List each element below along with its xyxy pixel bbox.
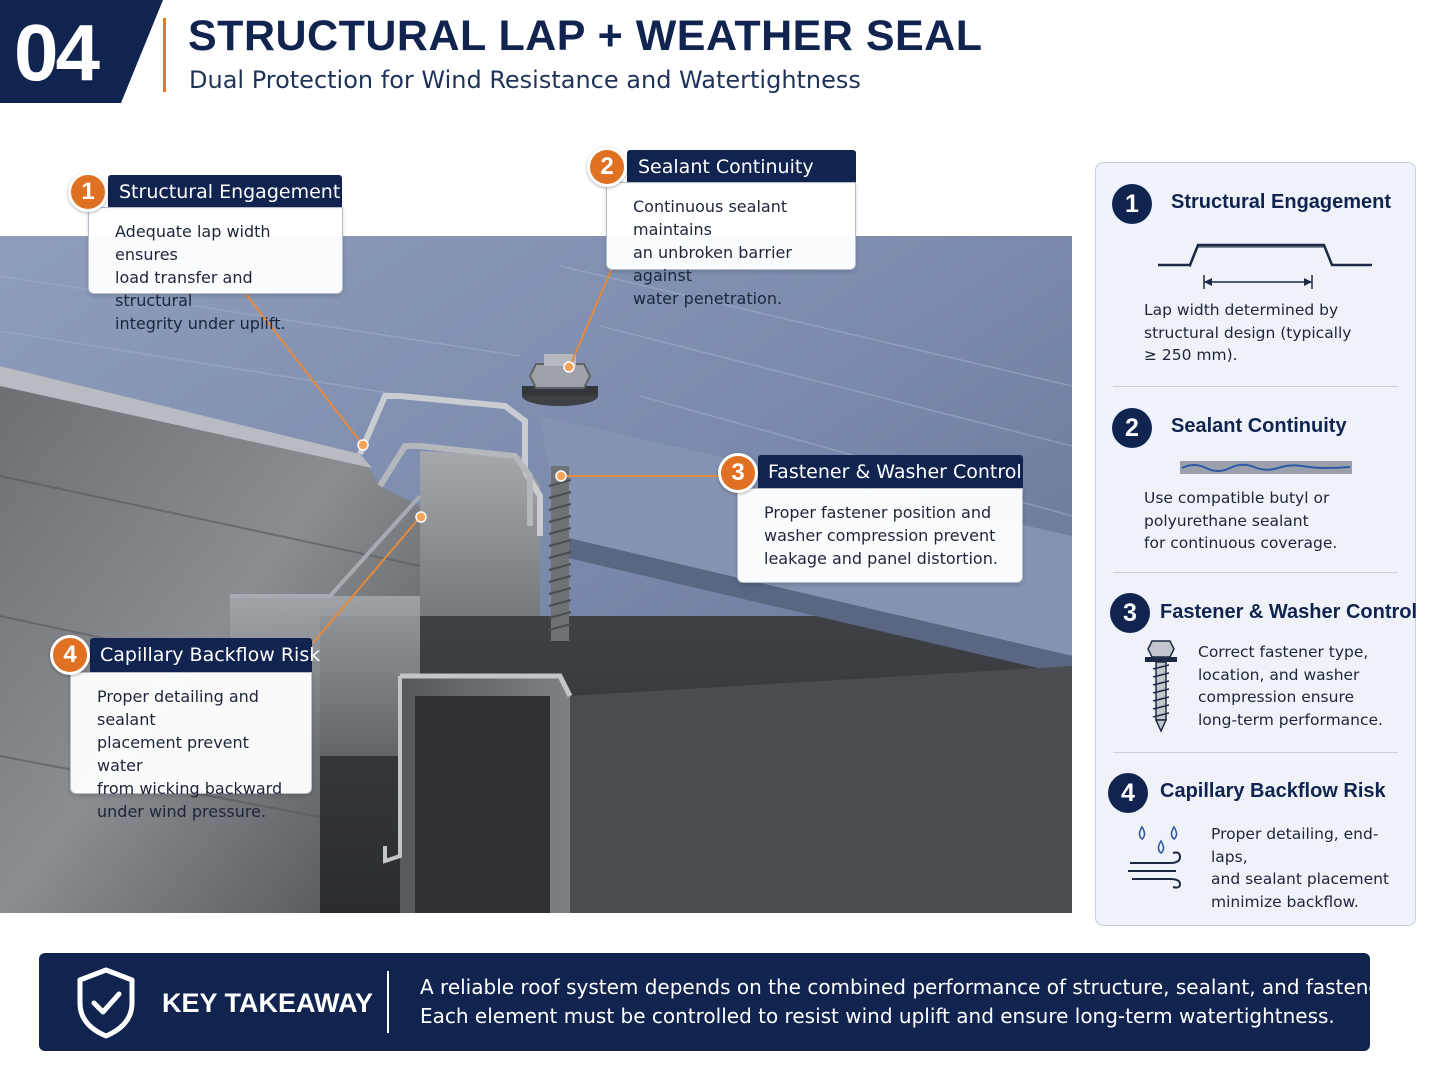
panel-section-title: Sealant Continuity xyxy=(1171,415,1347,437)
panel-divider xyxy=(1113,752,1398,753)
panel-section-text: Use compatible butyl or polyurethane sea… xyxy=(1144,489,1338,552)
section-number: 04 xyxy=(14,8,100,97)
callout-body: Proper detailing and sealant placement p… xyxy=(70,672,312,821)
panel-section-title: Capillary Backflow Risk xyxy=(1160,780,1386,802)
panel-number-badge: 2 xyxy=(1112,408,1152,448)
panel-section-title: Fastener & Washer Control xyxy=(1160,601,1418,623)
lap-profile-icon xyxy=(1158,243,1372,289)
page-subtitle: Dual Protection for Wind Resistance and … xyxy=(189,66,861,94)
takeaway-text: A reliable roof system depends on the co… xyxy=(420,975,1406,1028)
callout-title: Sealant Continuity xyxy=(627,150,856,184)
section-number-badge: 04 xyxy=(0,0,165,103)
callout-title: Capillary Backflow Risk xyxy=(90,638,320,672)
water-wind-icon xyxy=(1128,825,1182,889)
callout-number-badge: 2 xyxy=(587,147,627,187)
callout-body: Continuous sealant maintains an unbroken… xyxy=(606,182,856,308)
callout-title: Fastener & Washer Control xyxy=(758,455,1023,489)
callout-body: Proper fastener position and washer comp… xyxy=(737,488,1023,583)
panel-divider xyxy=(1113,572,1398,573)
callout-number-badge: 4 xyxy=(50,635,90,675)
takeaway-divider xyxy=(387,971,389,1033)
takeaway-label: KEY TAKEAWAY xyxy=(162,988,374,1018)
header-divider xyxy=(163,18,166,92)
panel-section-title: Structural Engagement xyxy=(1171,191,1392,213)
callout-number-badge: 3 xyxy=(718,453,758,493)
panel-section-text: Correct fastener type, location, and was… xyxy=(1198,643,1383,729)
panel-section-text: Lap width determined by structural desig… xyxy=(1144,301,1352,364)
callout-title: Structural Engagement xyxy=(108,175,342,209)
page-title: STRUCTURAL LAP + WEATHER SEAL xyxy=(188,12,983,60)
callout-number-badge: 1 xyxy=(68,172,108,212)
panel-number-badge: 3 xyxy=(1110,593,1150,633)
callout-body: Adequate lap width ensures load transfer… xyxy=(88,207,343,333)
shield-check-icon xyxy=(77,967,135,1039)
summary-panel: 1 Structural Engagement Lap width determ… xyxy=(1095,162,1418,926)
panel-number-badge: 4 xyxy=(1108,773,1148,813)
key-takeaway-banner: KEY TAKEAWAY A reliable roof system depe… xyxy=(39,953,1406,1051)
panel-section-text: Proper detailing, end-laps, and sealant … xyxy=(1211,825,1390,911)
panel-divider xyxy=(1113,386,1398,387)
sealant-bead-icon xyxy=(1180,461,1352,474)
screw-icon xyxy=(1145,640,1177,733)
panel-number-badge: 1 xyxy=(1112,184,1152,224)
